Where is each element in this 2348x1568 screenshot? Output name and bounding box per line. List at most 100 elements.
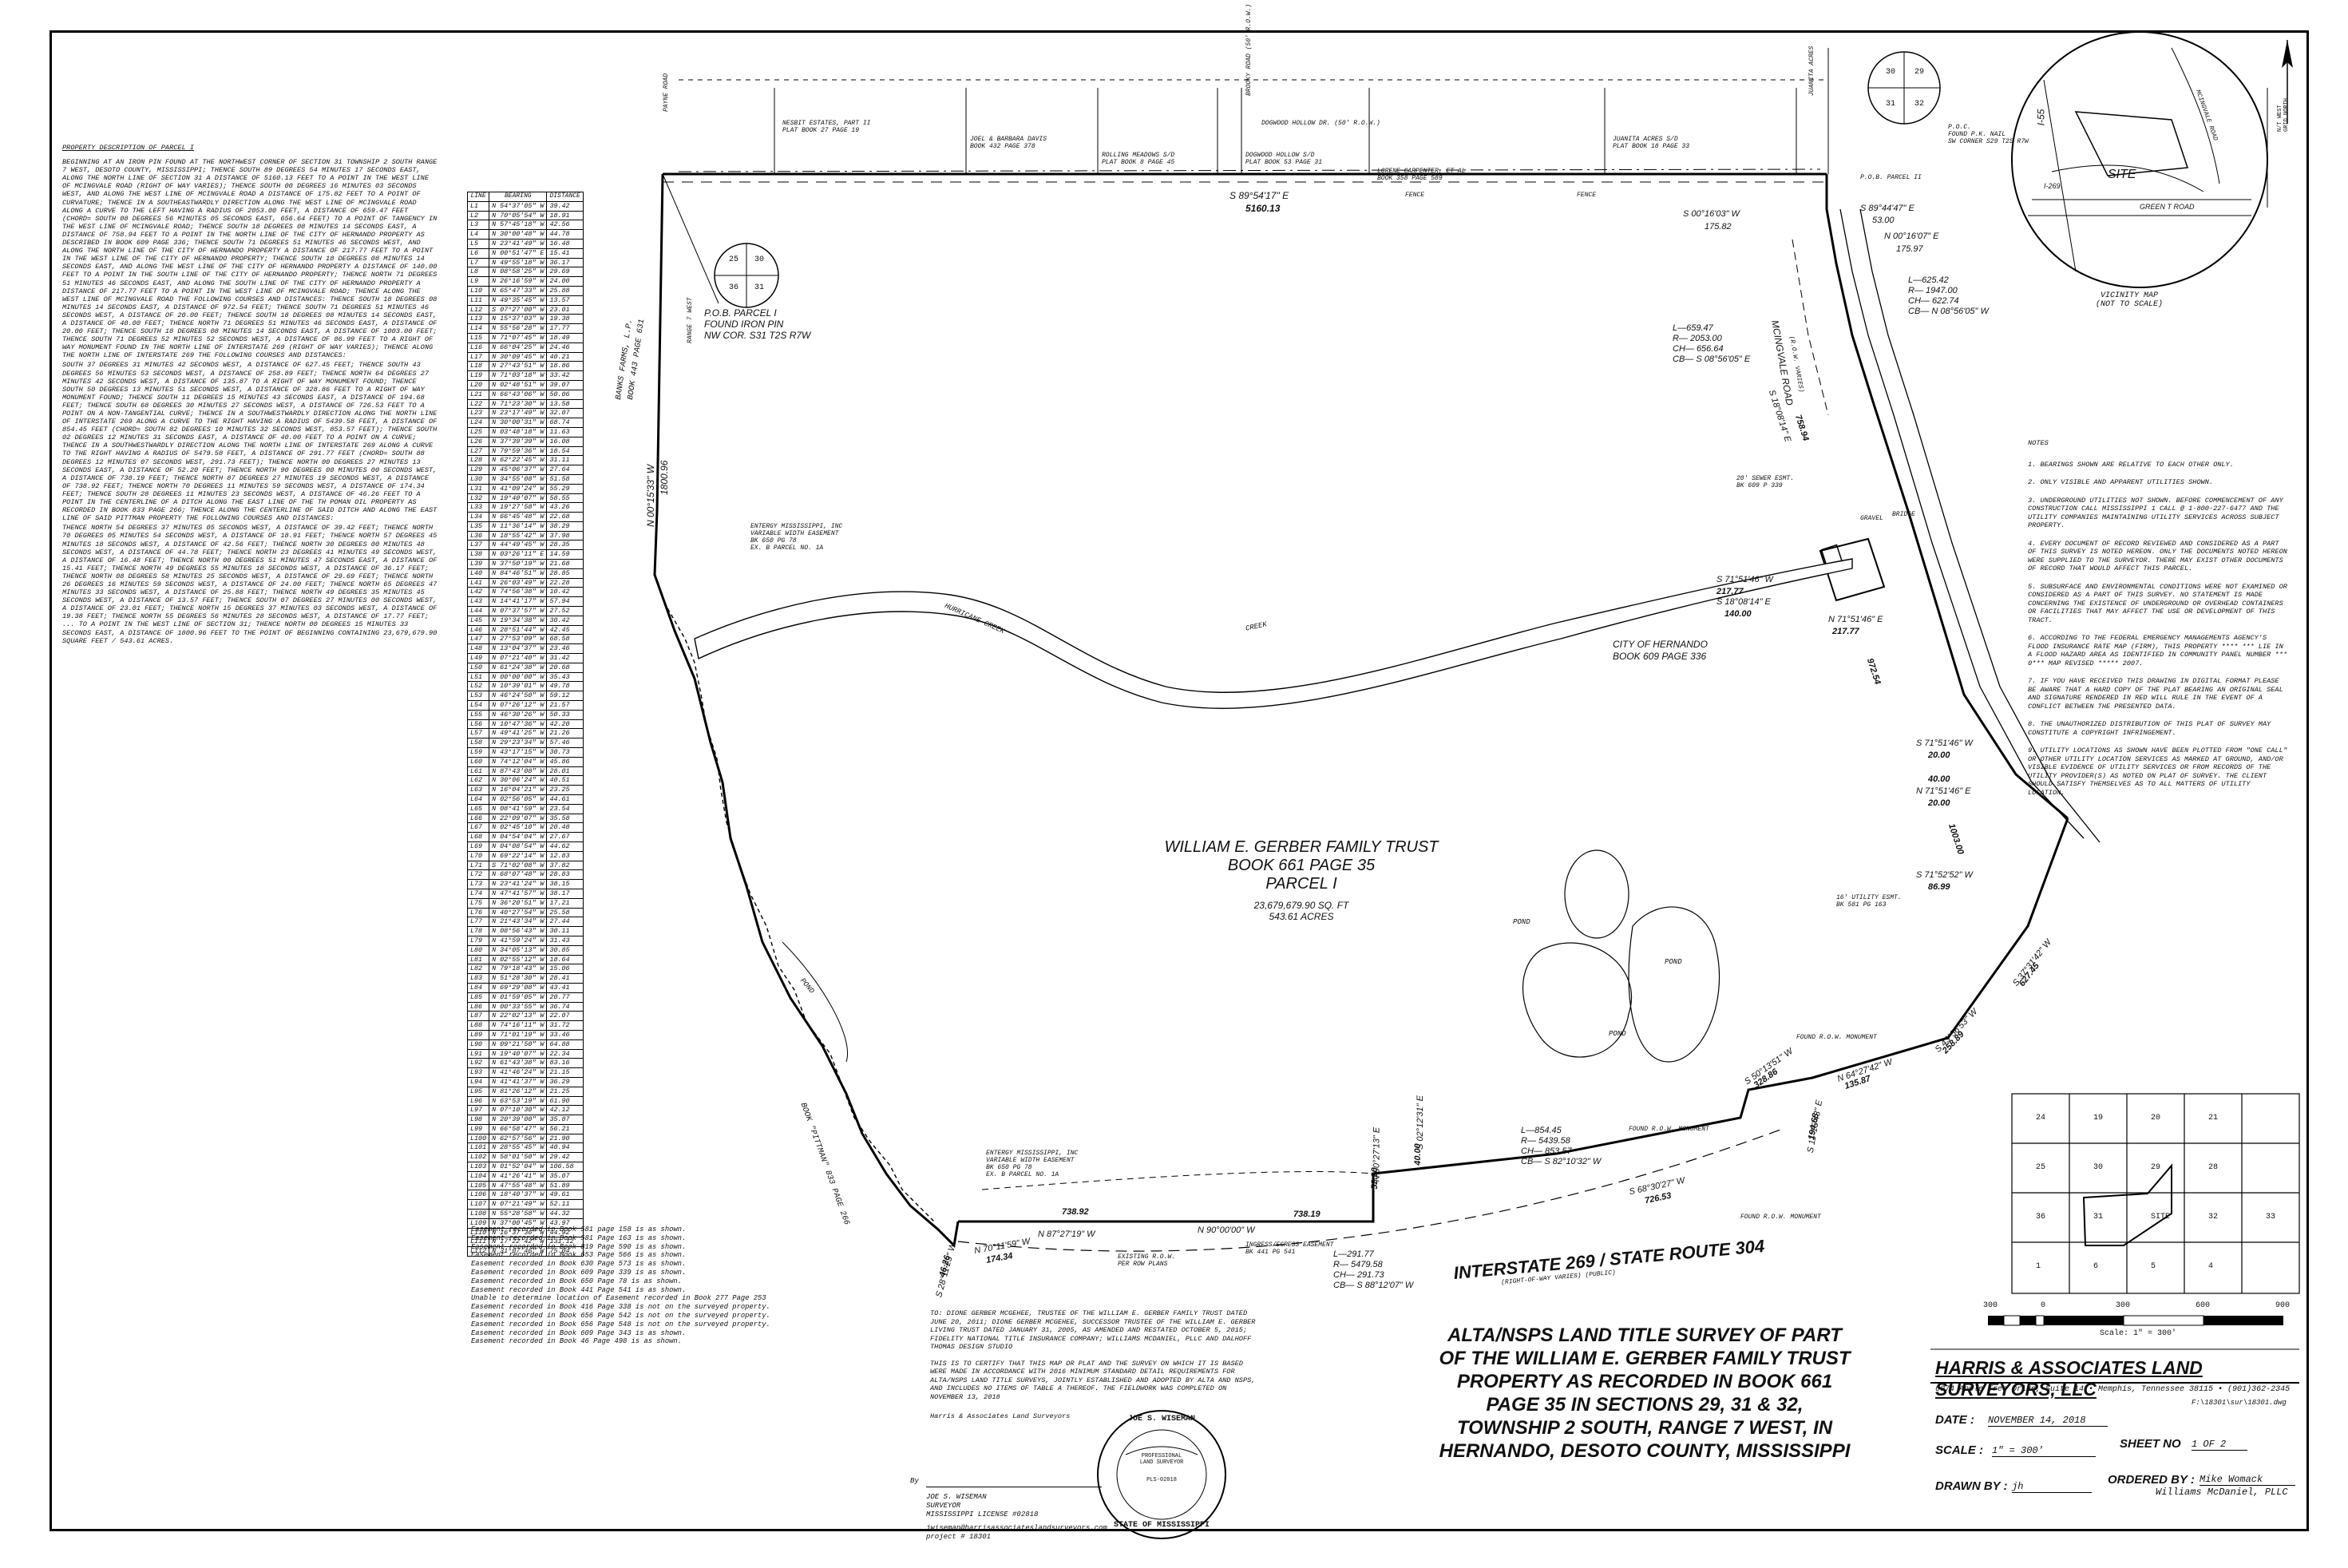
key-map-section: SITE [2151, 1213, 2171, 1222]
sheet-border [49, 30, 2309, 1531]
boundary-call: 175.82 [1705, 222, 1732, 232]
line-bearing: N 08°58'25" W [489, 267, 548, 278]
easement-item: Easement recorded in Book 650 Page 78 is… [471, 1277, 682, 1285]
file-path: F:\18301\sur\18301.dwg [2192, 1399, 2287, 1407]
line-distance: 37.82 [546, 860, 584, 871]
line-distance: 38.17 [546, 888, 584, 899]
line-id: L105 [466, 1180, 490, 1191]
certification-block: TO: DIONE GERBER MCGEHEE, TRUSTEE OF THE… [930, 1309, 1257, 1421]
note-item: 2. ONLY VISIBLE AND APPARENT UTILITIES S… [2028, 478, 2214, 486]
note-item: 4. EVERY DOCUMENT OF RECORD REVIEWED AND… [2028, 539, 2287, 573]
notes-title: NOTES [2028, 439, 2049, 447]
parcel-book: BOOK 661 PAGE 35 [1227, 857, 1376, 874]
firm-address: 6074 Apple Tree Drive, Suite 14 • Memphi… [1935, 1385, 2291, 1394]
poc-label: P.O.C. FOUND P.K. NAIL SW CORNER S29 T2S… [1948, 124, 2029, 145]
boundary-call: 40.00 [1928, 774, 1950, 784]
line-id: L82 [466, 964, 490, 975]
section-key-map [2011, 1093, 2300, 1294]
parcel-area-sf: 23,679,679.90 SQ. FT [1253, 900, 1349, 911]
line-distance: 19.38 [546, 314, 584, 325]
line-distance: 22.07 [546, 1011, 584, 1022]
parcel-label: WILLIAM E. GERBER FAMILY TRUST BOOK 661 … [1094, 838, 1509, 922]
boundary-call: S 71°51'46" W [1916, 738, 1973, 748]
drawn-value: jh [2012, 1481, 2092, 1493]
line-distance: 36.17 [546, 257, 584, 268]
key-map-section: 28 [2208, 1163, 2219, 1172]
legal-description: PROPERTY DESCRIPTION OF PARCEL I BEGINNI… [62, 144, 438, 647]
key-map-section: 36 [2036, 1213, 2046, 1222]
line-distance: 40.94 [546, 1142, 584, 1154]
line-id: L103 [466, 1162, 490, 1172]
west-boundary-ditch [653, 173, 960, 1249]
easement-item: Easement recorded in Book 441 Page 541 i… [471, 1285, 687, 1294]
pond-label: POND [1513, 918, 1530, 926]
boundary-call: S 02°12'31" E [1415, 1095, 1425, 1150]
boundary-call: S 89°44'47" E [1860, 204, 1914, 213]
line-bearing: N 00°33'55" W [489, 1001, 548, 1012]
section-number: 25 [729, 255, 739, 264]
line-id: L74 [466, 888, 490, 899]
pond [1628, 906, 1720, 1063]
curve-data-4: L—291.77 R— 5479.58 CH— 291.73 CB— S 88°… [1333, 1249, 1413, 1291]
line-distance: 15.41 [546, 247, 584, 259]
boundary-call: 40.00 [1412, 1143, 1423, 1166]
seal-num: PLS-02818 [1146, 1477, 1177, 1483]
note-item: 6. ACCORDING TO THE FEDERAL EMERGENCY MA… [2028, 634, 2287, 667]
line-id: L107 [466, 1199, 490, 1210]
line-bearing: N 00°51'47" E [489, 247, 548, 259]
line-distance: 28.41 [546, 973, 584, 984]
hurricane-creek [694, 558, 1853, 709]
east-boundary [1825, 174, 2069, 820]
vicinity-caption: VICINITY MAP (NOT TO SCALE) [2096, 291, 2164, 309]
date-value: NOVEMBER 14, 2018 [1988, 1415, 2108, 1427]
boundary-call: 738.92 [1062, 1207, 1089, 1217]
fence-label: FENCE [1577, 192, 1597, 199]
cert-body: THIS IS TO CERTIFY THAT THIS MAP OR PLAT… [930, 1359, 1256, 1401]
easement-item: Easement recorded in Book 653 Page 566 i… [471, 1251, 687, 1260]
pob-line1: P.O.B. PARCEL I [704, 307, 777, 319]
line-distance: 29.69 [546, 267, 584, 278]
line-distance: 61.90 [546, 1095, 584, 1107]
line-bearing: N 04°08'54" W [489, 841, 548, 852]
line-distance: 29.42 [546, 1152, 584, 1163]
line-distance: 106.58 [546, 1162, 584, 1172]
poc-line1: P.O.C. [1948, 124, 1971, 131]
line-distance: 18.91 [546, 210, 584, 221]
line-distance: 30.11 [546, 926, 584, 936]
line-id: L87 [466, 1011, 490, 1022]
line-id: L10 [466, 285, 490, 296]
scale-label: SCALE : [1935, 1443, 1983, 1457]
line-distance: 30.85 [546, 944, 584, 956]
line-distance: 27.67 [546, 832, 584, 842]
line-distance: 18.49 [546, 332, 584, 343]
boundary-call: 738.19 [1293, 1210, 1321, 1219]
scale-tick: 0 [2041, 1301, 2046, 1310]
line-bearing: N 04°54'04" W [489, 832, 548, 842]
key-map-section: 32 [2208, 1213, 2219, 1222]
line-bearing: N 41°46'24" W [489, 1067, 548, 1078]
sewer-easement [1792, 239, 1829, 416]
key-map-section: 20 [2151, 1114, 2161, 1123]
line-id: L83 [466, 973, 490, 984]
